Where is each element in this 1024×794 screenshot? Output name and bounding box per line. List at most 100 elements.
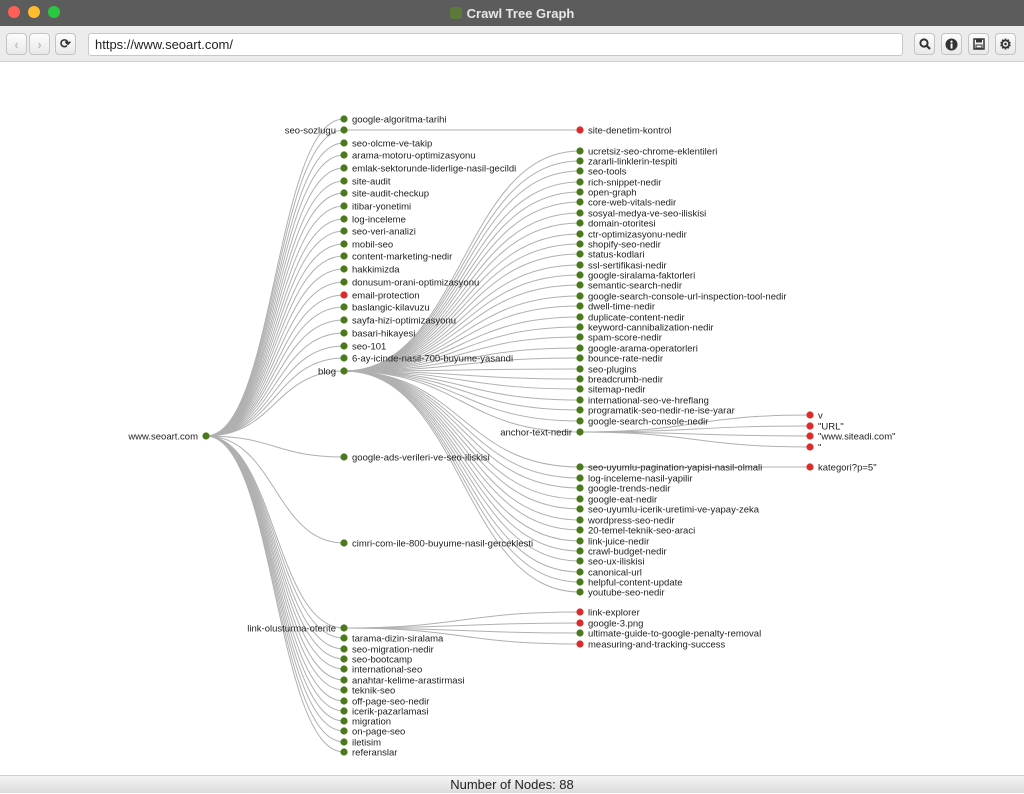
error-node-dot[interactable] [806,422,814,430]
tree-node[interactable]: programatik-seo-nedir-ne-ise-yarar [576,405,735,416]
node-dot[interactable] [340,202,348,210]
node-dot[interactable] [576,537,584,545]
node-label[interactable]: google-search-console-nedir [588,416,708,427]
node-label[interactable]: email-protection [352,290,420,301]
node-dot[interactable] [576,375,584,383]
node-dot[interactable] [576,344,584,352]
tree-node[interactable]: cimri-com-ile-800-buyume-nasil-gercekles… [340,538,533,549]
error-node-dot[interactable] [576,126,584,134]
tree-node[interactable]: google-search-console-url-inspection-too… [576,291,787,302]
node-dot[interactable] [576,484,584,492]
error-node-dot[interactable] [806,432,814,440]
node-label[interactable]: donusum-orani-optimizasyonu [352,277,479,288]
node-dot[interactable] [576,526,584,534]
node-label[interactable]: wordpress-seo-nedir [587,515,675,526]
tree-node[interactable]: google-eat-nedir [576,494,657,505]
tree-node[interactable]: link-juice-nedir [576,536,649,547]
node-dot[interactable] [340,717,348,725]
node-dot[interactable] [576,147,584,155]
node-label[interactable]: "www.siteadi.com" [818,431,896,442]
settings-button[interactable]: ⚙ [995,33,1016,55]
tree-node[interactable]: content-marketing-nedir [340,251,452,262]
node-dot[interactable] [202,432,210,440]
tree-node[interactable]: seo-olcme-ve-takip [340,138,432,149]
node-label[interactable]: anahtar-kelime-arastirmasi [352,675,464,686]
node-dot[interactable] [576,261,584,269]
zoom-window-button[interactable] [48,6,60,18]
node-dot[interactable] [576,474,584,482]
tree-node[interactable]: site-audit-checkup [340,188,429,199]
node-dot[interactable] [340,316,348,324]
node-dot[interactable] [576,292,584,300]
tree-node[interactable]: log-inceleme [340,214,406,225]
tree-node[interactable]: teknik-seo [340,685,395,696]
node-dot[interactable] [340,686,348,694]
node-label[interactable]: google-3.png [588,618,643,629]
tree-node[interactable]: seo-veri-analizi [340,226,416,237]
node-dot[interactable] [340,539,348,547]
tree-node[interactable]: bounce-rate-nedir [576,353,663,364]
tree-node[interactable]: "www.siteadi.com" [806,431,896,442]
node-dot[interactable] [576,167,584,175]
node-dot[interactable] [340,676,348,684]
node-label[interactable]: seo-tools [588,166,627,177]
node-label[interactable]: seo-ux-iliskisi [588,556,644,567]
node-label[interactable]: spam-score-nedir [588,332,662,343]
node-dot[interactable] [340,697,348,705]
tree-node[interactable]: google-ads-verileri-ve-seo-iliskisi [340,452,490,463]
node-label[interactable]: seo-olcme-ve-takip [352,138,432,149]
tree-node[interactable]: open-graph [576,187,637,198]
tree-node[interactable]: ucretsiz-seo-chrome-eklentileri [576,146,717,157]
node-dot[interactable] [340,665,348,673]
tree-node[interactable]: anchor-text-nedir [500,427,584,438]
tree-node[interactable]: seo-plugins [576,364,637,375]
node-label[interactable]: sayfa-hizi-optimizasyonu [352,315,456,326]
node-label[interactable]: emlak-sektorunde-liderlige-nasil-gecildi [352,163,516,174]
node-dot[interactable] [340,164,348,172]
node-label[interactable]: link-olusturma-oterite [247,623,336,634]
url-field[interactable]: https://www.seoart.com/ [88,33,903,56]
tree-node[interactable]: v [806,410,823,421]
tree-node[interactable]: 6-ay-icinde-nasil-700-buyume-yasandi [340,353,513,364]
tree-node[interactable]: google-algoritma-tarihi [340,114,447,125]
node-dot[interactable] [340,126,348,134]
node-label[interactable]: shopify-seo-nedir [588,239,661,250]
node-label[interactable]: hakkimizda [352,264,400,275]
node-dot[interactable] [576,629,584,637]
tree-node[interactable]: breadcrumb-nedir [576,374,663,385]
back-button[interactable]: ‹ [6,33,27,55]
tree-node[interactable]: blog [318,366,348,377]
node-dot[interactable] [340,227,348,235]
search-button[interactable] [914,33,935,55]
node-label[interactable]: helpful-content-update [588,577,683,588]
node-dot[interactable] [340,215,348,223]
node-label[interactable]: duplicate-content-nedir [588,312,685,323]
tree-node[interactable]: international-seo [340,664,422,675]
node-label[interactable]: measuring-and-tracking-success [588,639,726,650]
crawl-tree-graph[interactable]: www.seoart.comgoogle-algoritma-tarihiseo… [0,62,1024,775]
node-label[interactable]: seo-uyumlu-pagination-yapisi-nasil-olmal… [588,462,762,473]
node-dot[interactable] [576,333,584,341]
node-label[interactable]: iletisim [352,737,381,748]
node-dot[interactable] [576,302,584,310]
node-label[interactable]: open-graph [588,187,637,198]
node-dot[interactable] [340,453,348,461]
node-dot[interactable] [340,189,348,197]
node-label[interactable]: google-ads-verileri-ve-seo-iliskisi [352,452,490,463]
node-label[interactable]: " [818,442,821,453]
node-label[interactable]: dwell-time-nedir [588,301,655,312]
tree-node[interactable]: seo-uyumlu-icerik-uretimi-ve-yapay-zeka [576,504,760,515]
node-label[interactable]: seo-101 [352,341,386,352]
error-node-dot[interactable] [806,463,814,471]
tree-node[interactable]: hakkimizda [340,264,400,275]
node-dot[interactable] [576,271,584,279]
reload-button[interactable]: ⟳ [55,33,76,55]
node-label[interactable]: itibar-yonetimi [352,201,411,212]
tree-node[interactable]: site-audit [340,176,391,187]
error-node-dot[interactable] [576,608,584,616]
tree-node[interactable]: log-inceleme-nasil-yapilir [576,473,693,484]
tree-node[interactable]: migration [340,716,391,727]
tree-node[interactable]: google-trends-nedir [576,483,670,494]
node-label[interactable]: cimri-com-ile-800-buyume-nasil-gercekles… [352,538,533,549]
